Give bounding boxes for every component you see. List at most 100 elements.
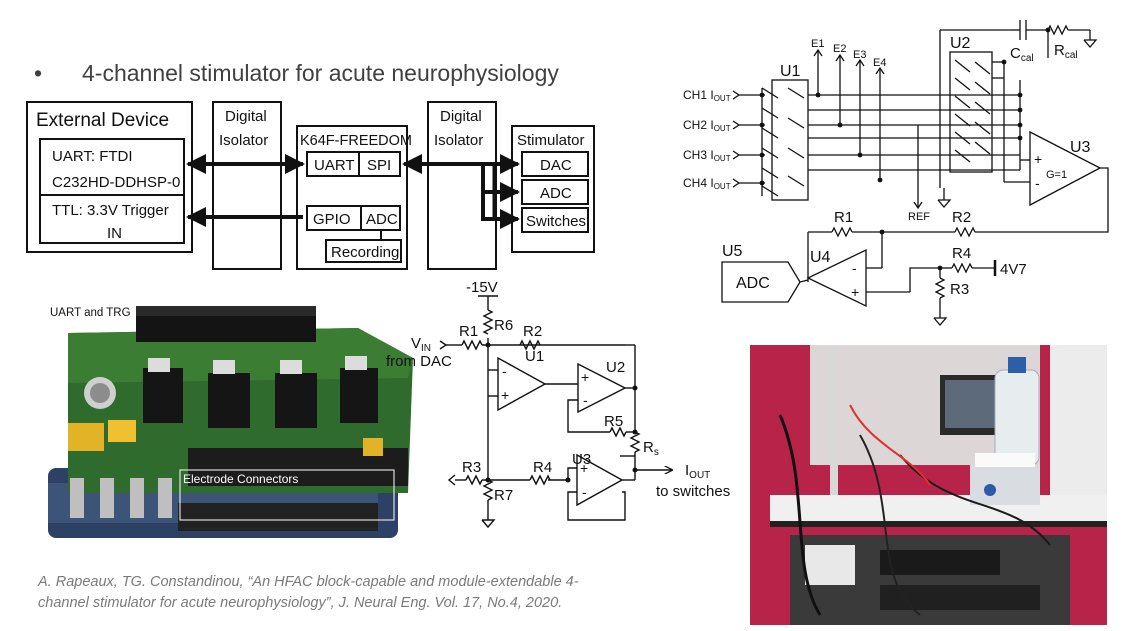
u1-plus: + [501,387,509,403]
digital-isolator-2 [427,101,497,270]
channel-inputs [732,90,765,188]
ground-symbol-cs [481,519,496,529]
switches-box [521,207,589,233]
r3-resistor-cs [465,474,483,486]
switches-link-arrow [481,164,520,229]
u1-opamp [497,356,547,412]
u1-switch-block [771,79,809,201]
recording-box [325,239,402,263]
cs-r2-label: R2 [523,323,542,340]
u4-opamp [806,248,867,308]
label-electrode-connectors: Electrode Connectors [183,472,298,486]
isolator-2-label-2: Isolator [434,132,483,149]
r6-resistor [482,309,494,335]
cs-u1-label: U1 [525,348,544,365]
citation-line-1: A. Rapeaux, TG. Constandinou, “An HFAC b… [38,574,579,590]
mcu-spi-box [358,151,401,177]
u3-buffer-plus: + [1034,151,1042,167]
cs-u2-label: U2 [606,359,625,376]
cs-r7-label: R7 [494,487,513,504]
mcu-uart-label: UART [314,157,355,174]
sm-u3-label: U3 [1070,139,1091,156]
mcu-adc-label: ADC [366,211,398,228]
v4v7-label: 4V7 [1000,261,1027,278]
mcu-spi-label: SPI [367,157,391,174]
cs-r1-label: R1 [459,323,478,340]
rig-photo [750,345,1107,625]
u2-opamp [577,362,627,414]
u3-minus: - [582,484,587,500]
isolator-2-label-1: Digital [440,108,482,125]
ttl-label-1: TTL: 3.3V Trigger [52,202,169,219]
u3-buffer-minus: - [1035,175,1040,191]
digital-isolator-1 [212,101,282,270]
title-bullet: • [34,60,43,86]
slide-title: 4-channel stimulator for acute neurophys… [82,60,559,86]
adc-box [521,179,589,205]
sm-u4-label: U4 [810,249,831,266]
r4-resistor-sm [951,262,973,274]
u1-minus: - [502,363,507,379]
ch1-label: CH1 IOUT [683,88,731,103]
cs-r4-label: R4 [533,459,552,476]
sm-r4-label: R4 [952,245,971,262]
rcal-label: Rcal [1054,42,1078,61]
ch2-label: CH2 IOUT [683,118,731,133]
rs-resistor [629,431,641,453]
switches-label: Switches [526,213,586,230]
mcu-gpio-label: GPIO [313,211,351,228]
citation: A. Rapeaux, TG. Constandinou, “An HFAC b… [38,572,718,614]
mcu-label: K64F-FREEDOM [300,133,412,149]
cs-r3-label: R3 [462,459,481,476]
ref-label: REF [908,211,930,223]
u3-opamp-cs [576,453,624,507]
iout-label: IOUT [685,462,710,481]
sm-u2-label: U2 [950,35,971,52]
u2-minus: - [583,392,588,408]
ch4-label: CH4 IOUT [683,176,731,191]
r7-resistor [482,479,494,501]
u5-adc-block [721,261,801,303]
to-switches-label: to switches [656,483,730,500]
isolator-1-label-2: Isolator [219,132,268,149]
label-uart-trg: UART and TRG [50,307,131,319]
external-device-box [26,101,193,253]
r5-resistor [609,426,627,438]
ch3-label: CH3 IOUT [683,148,731,163]
cs-u3-label: U3 [572,451,591,468]
u2-switch-block [949,51,993,173]
adc-label: ADC [540,185,572,202]
sm-r2-label: R2 [952,209,971,226]
rcal-resistor [1047,24,1069,36]
sm-r3-label: R3 [950,281,969,298]
neg15v-label: -15V [466,279,498,296]
r2-resistor-sm [954,226,976,238]
e4-label: E4 [873,57,886,69]
r1-resistor-cs [461,339,483,351]
rig-photo-art [750,345,1107,625]
e1-label: E1 [811,38,824,50]
e3-label: E3 [853,49,866,61]
u4-minus: - [852,260,857,276]
citation-line-2: channel stimulator for acute neurophysio… [38,595,563,611]
ttl-label-2: IN [107,225,122,242]
dac-label: DAC [540,157,572,174]
sm-r1-label: R1 [834,209,853,226]
mcu-box [296,125,408,270]
cs-r6-label: R6 [494,317,513,334]
uart-label-1: UART: FTDI [52,148,133,165]
e2-label: E2 [833,43,846,55]
adc-block-label: ADC [736,275,770,292]
r4-resistor-cs [529,474,551,486]
cs-r5-label: R5 [604,413,623,430]
u2-plus: + [581,369,589,385]
sm-u1-label: U1 [780,63,801,80]
stimulator-label: Stimulator [517,132,585,149]
u3-plus: + [580,460,588,476]
block-diagram: External Device UART: FTDI C232HD-DDHSP-… [26,101,595,270]
external-device-label: External Device [36,110,169,131]
ccal-label: Ccal [1010,45,1034,64]
u4-plus: + [851,284,859,300]
isolator-1-label-1: Digital [225,108,267,125]
cs-rs-label: Rs [643,439,659,458]
